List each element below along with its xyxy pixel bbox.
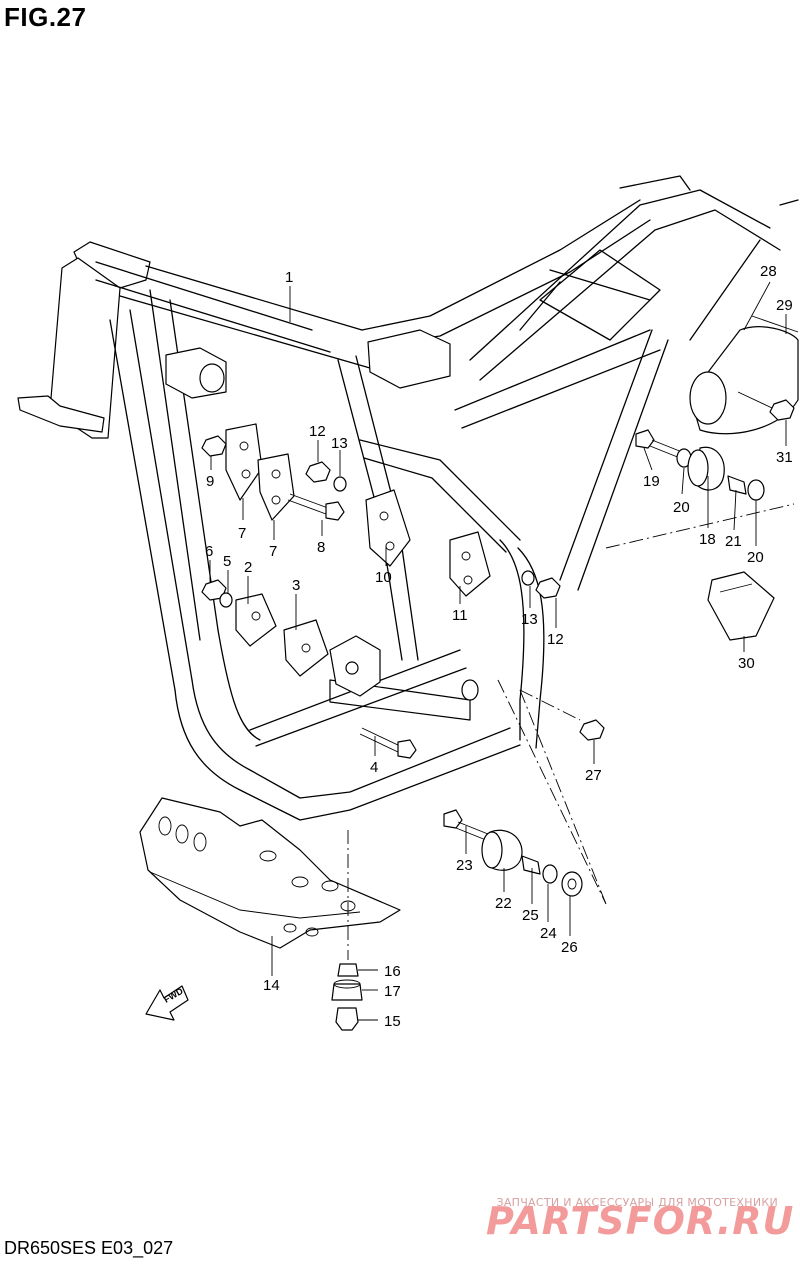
callout-11: 11 [452, 607, 468, 624]
main-frame [17, 175, 799, 821]
callout-28: 28 [760, 263, 777, 280]
callout-30: 30 [738, 655, 755, 672]
callout-7a: 7 [238, 525, 246, 542]
callout-25: 25 [522, 907, 539, 924]
callout-16: 16 [384, 963, 401, 980]
callout-12b: 12 [547, 631, 564, 648]
callout-27: 27 [585, 767, 602, 784]
callout-29: 29 [776, 297, 793, 314]
guard-30 [707, 571, 775, 641]
partsfor-logo: PARTSFOR.RU [486, 1199, 794, 1243]
fwd-arrow: FWD [145, 985, 189, 1021]
leader-lines [209, 281, 787, 1021]
bracket-10 [365, 489, 411, 567]
skid-plate [139, 797, 401, 949]
side-parts [707, 315, 799, 641]
figure-code: DR650SES E03_027 [4, 1238, 174, 1258]
callout-15: 15 [384, 1013, 401, 1030]
callout-17: 17 [384, 983, 401, 1000]
callout-3: 3 [292, 577, 300, 594]
callout-23: 23 [456, 857, 473, 874]
callout-26: 26 [561, 939, 578, 956]
bracket-11 [449, 531, 491, 597]
callout-10: 10 [375, 569, 392, 586]
fasteners [201, 391, 795, 1031]
callout-31: 31 [776, 449, 793, 466]
bracket-7b [257, 453, 295, 521]
callout-19: 19 [643, 473, 660, 490]
callout-20a: 20 [673, 499, 690, 516]
engine-brackets [225, 423, 491, 677]
watermark-tagline: ЗАПЧАСТИ И АКСЕССУАРЫ ДЛЯ МОТОТЕХНИКИ [496, 1196, 778, 1209]
callout-22: 22 [495, 895, 512, 912]
callout-13b: 13 [521, 611, 538, 628]
bracket-7a [225, 423, 263, 501]
bracket-3 [283, 619, 329, 677]
callout-2: 2 [244, 559, 252, 576]
callout-1: 1 [285, 269, 293, 286]
callout-24: 24 [540, 925, 557, 942]
callout-7b: 7 [269, 543, 277, 560]
callout-12a: 12 [309, 423, 326, 440]
callout-18: 18 [699, 531, 716, 548]
partsfor-logo-text: PARTSFOR.RU [486, 1199, 794, 1243]
callout-13a: 13 [331, 435, 348, 452]
callout-21: 21 [725, 533, 742, 550]
callout-6: 6 [205, 543, 213, 560]
figure-title: FIG.27 [4, 2, 87, 32]
callout-20b: 20 [747, 549, 764, 566]
callout-8: 8 [317, 539, 325, 556]
callout-5: 5 [223, 553, 231, 570]
center-lines [347, 503, 795, 960]
callout-labels: 1 2 3 4 5 6 7 7 8 9 10 11 12 12 13 13 14… [205, 263, 793, 1030]
callout-4: 4 [370, 759, 378, 776]
callout-9: 9 [206, 473, 214, 490]
callout-14: 14 [263, 977, 280, 994]
